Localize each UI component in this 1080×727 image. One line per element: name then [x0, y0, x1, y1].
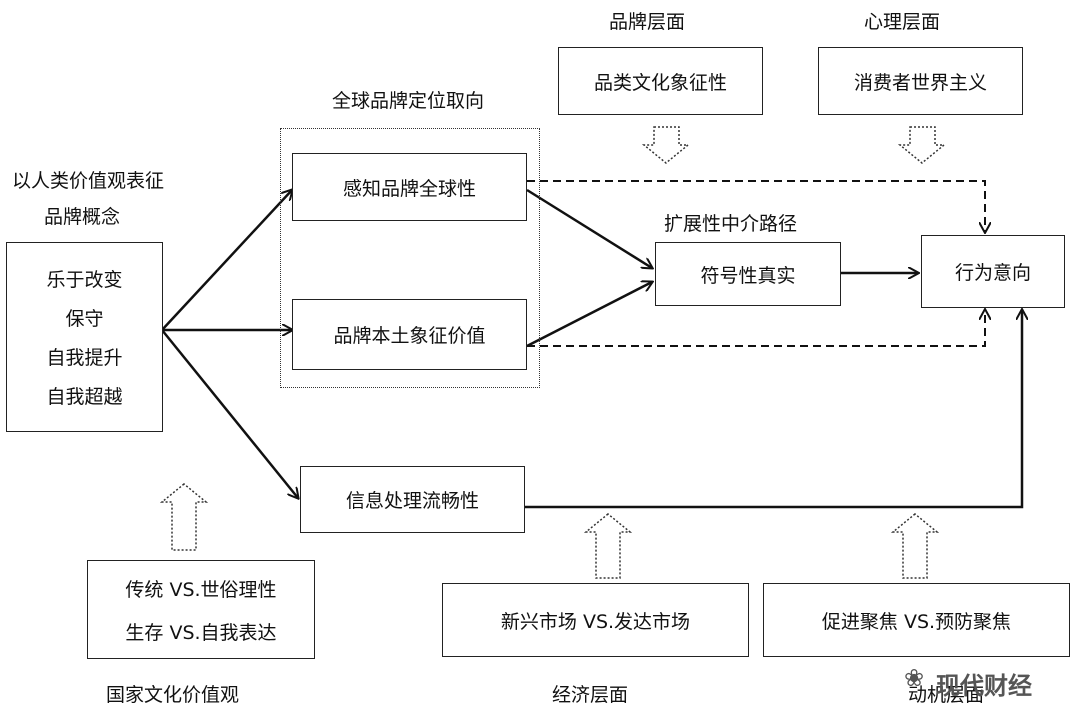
box-motive: 促进聚焦 VS.预防聚焦 — [763, 583, 1070, 657]
box-symbolic-authenticity: 符号性真实 — [655, 242, 841, 306]
wechat-icon: ❀ — [904, 664, 925, 692]
box-perceived-globalness: 感知品牌全球性 — [292, 153, 527, 221]
arrow-local-to-auth — [526, 282, 652, 348]
box-category-symbolism: 品类文化象征性 — [558, 47, 763, 115]
label-brand-level: 品牌层面 — [609, 11, 686, 33]
box-economic: 新兴市场 VS.发达市场 — [442, 583, 749, 657]
box-national-culture: 传统 VS.世俗理性 生存 VS.自我表达 — [87, 560, 315, 659]
label-psych-level: 心理层面 — [864, 11, 941, 33]
value-item: 自我超越 — [46, 386, 123, 408]
label-global-orientation: 全球品牌定位取向 — [332, 90, 485, 112]
psych-level-arrow-icon — [897, 126, 947, 164]
arrow-global-to-auth — [526, 188, 652, 268]
box-consumer-cosmopolitanism: 消费者世界主义 — [818, 47, 1023, 115]
economic-level-arrow-icon — [583, 513, 633, 579]
label-motive-level: 动机层面 — [908, 684, 985, 706]
box-processing-fluency: 信息处理流畅性 — [300, 466, 525, 533]
watermark-text: 现代财经 — [936, 672, 1032, 700]
value-item: 自我提升 — [46, 347, 123, 369]
value-item: 乐于改变 — [46, 269, 123, 291]
label-national-culture: 国家文化价值观 — [106, 684, 240, 706]
national-level-arrow-icon — [159, 483, 209, 551]
arrow-fluency-to-behavior — [525, 310, 1022, 509]
national-item: 传统 VS.世俗理性 — [125, 578, 277, 601]
label-brand-concept: 品牌概念 — [44, 206, 121, 228]
label-human-values: 以人类价值观表征 — [12, 170, 165, 192]
motive-level-arrow-icon — [890, 513, 940, 579]
dashed-global-to-behavior — [527, 180, 985, 232]
box-behavior-intention: 行为意向 — [921, 235, 1065, 308]
box-local-symbolic-value: 品牌本土象征价值 — [292, 299, 527, 370]
arrow-values-to-fluency — [161, 329, 298, 498]
brand-level-arrow-icon — [641, 126, 691, 164]
label-economic-level: 经济层面 — [552, 684, 629, 706]
box-human-values: 乐于改变 保守 自我提升 自我超越 — [6, 242, 163, 432]
global-positioning-group — [280, 128, 540, 388]
label-extension-path: 扩展性中介路径 — [664, 213, 798, 235]
value-item: 保守 — [65, 308, 104, 330]
national-item: 生存 VS.自我表达 — [125, 621, 277, 644]
arrow-values-to-global — [161, 190, 292, 331]
dashed-local-to-behavior — [527, 310, 985, 347]
